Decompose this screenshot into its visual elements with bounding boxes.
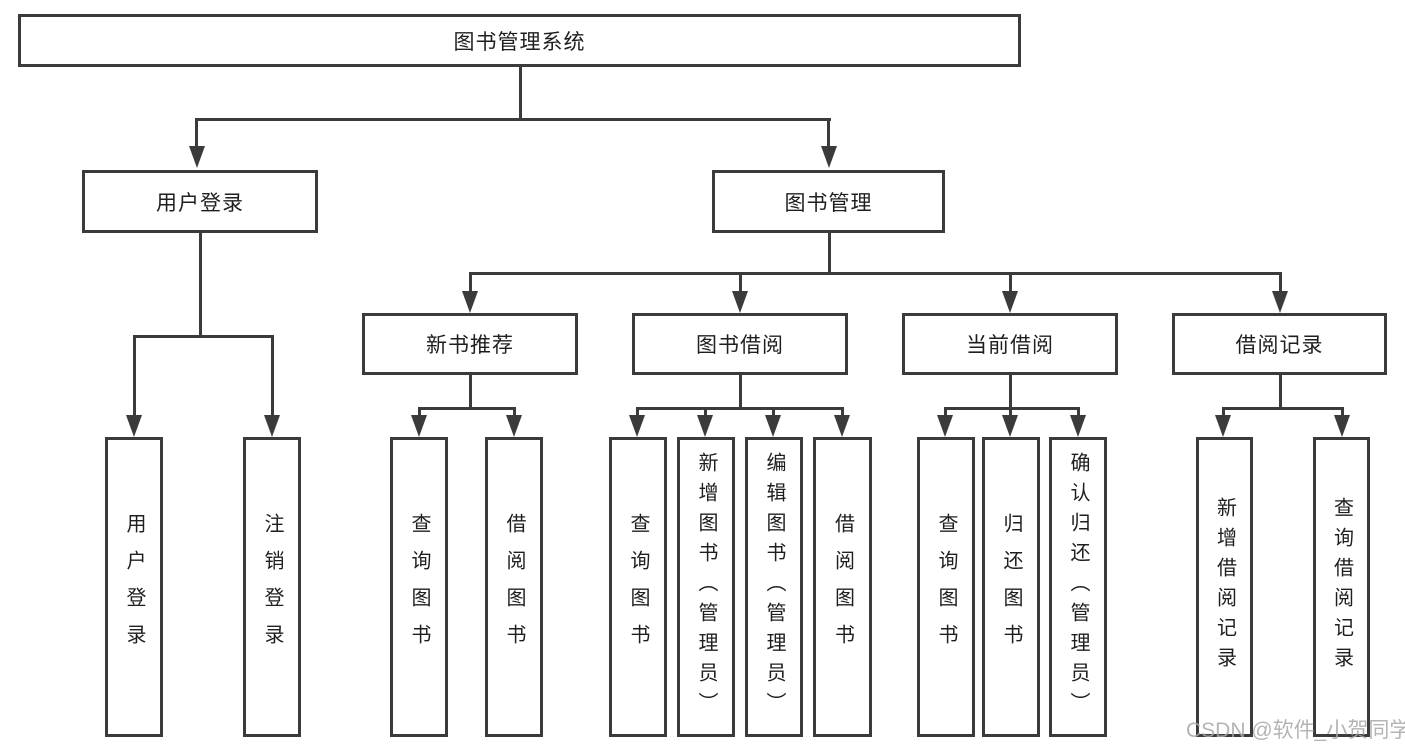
node-leaf-add-borrow-record: 新增借阅记录 (1196, 437, 1253, 737)
node-leaf-rec-query-books: 查询图书 (390, 437, 448, 737)
connector-line (132, 335, 136, 415)
node-leaf-cur-query-books-label: 查询图书 (935, 513, 957, 661)
connector-line (943, 407, 947, 417)
connector-line (198, 233, 202, 335)
node-current-borrowing-label: 当前借阅 (966, 334, 1054, 357)
connector-line (1221, 407, 1344, 410)
arrow-down-icon (937, 415, 953, 437)
node-leaf-logout-label: 注销登录 (261, 513, 283, 661)
connector-line (1008, 407, 1012, 417)
csdn-watermark: CSDN @软件_小贺同学 (1186, 719, 1405, 742)
node-root: 图书管理系统 (18, 14, 1021, 67)
arrow-down-icon (834, 415, 850, 437)
node-leaf-bb-borrow-books: 借阅图书 (813, 437, 872, 737)
node-leaf-query-borrow-record-label: 查询借阅记录 (1330, 497, 1353, 677)
node-leaf-add-borrow-record-label: 新增借阅记录 (1213, 497, 1236, 677)
node-leaf-cur-confirm-return-admin-label: 确认归还（管理员） (1067, 452, 1089, 722)
node-leaf-bb-add-books-admin: 新增图书（管理员） (677, 437, 735, 737)
arrow-down-icon (1002, 291, 1018, 313)
connector-line (1278, 272, 1282, 293)
node-leaf-cur-query-books: 查询图书 (917, 437, 975, 737)
connector-line (1008, 375, 1012, 407)
node-leaf-cur-confirm-return-admin: 确认归还（管理员） (1049, 437, 1107, 737)
connector-line (195, 118, 198, 148)
arrow-down-icon (462, 291, 478, 313)
arrow-down-icon (411, 415, 427, 437)
node-book-borrowing: 图书借阅 (632, 313, 848, 375)
node-leaf-bb-query-books-label: 查询图书 (627, 513, 649, 661)
connector-line (1340, 407, 1344, 417)
arrow-down-icon (732, 291, 748, 313)
node-borrowing-records-label: 借阅记录 (1235, 334, 1324, 357)
connector-line (195, 118, 831, 121)
node-leaf-logout: 注销登录 (243, 437, 301, 737)
connector-line (635, 407, 639, 417)
node-book-management: 图书管理 (712, 170, 945, 233)
node-leaf-bb-edit-books-admin: 编辑图书（管理员） (745, 437, 803, 737)
node-user-login: 用户登录 (82, 170, 318, 233)
connector-line (132, 335, 274, 338)
connector-line (417, 407, 421, 417)
connector-line (1076, 407, 1080, 417)
arrow-down-icon (1272, 291, 1288, 313)
connector-line (468, 272, 1282, 275)
node-leaf-cur-return-books: 归还图书 (982, 437, 1040, 737)
arrow-down-icon (264, 415, 280, 437)
node-leaf-rec-query-books-label: 查询图书 (408, 513, 430, 661)
node-leaf-bb-edit-books-admin-label: 编辑图书（管理员） (763, 452, 785, 722)
connector-line (943, 407, 1080, 410)
connector-line (1221, 407, 1225, 417)
arrow-down-icon (629, 415, 645, 437)
connector-line (512, 407, 516, 417)
connector-line (840, 407, 844, 417)
arrow-down-icon (821, 146, 837, 168)
node-root-label: 图书管理系统 (453, 30, 586, 54)
connector-line (468, 272, 472, 293)
node-user-login-label: 用户登录 (156, 191, 244, 215)
node-borrowing-records: 借阅记录 (1172, 313, 1387, 375)
connector-line (519, 67, 522, 118)
connector-line (771, 407, 775, 417)
arrow-down-icon (697, 415, 713, 437)
arrow-down-icon (189, 146, 205, 168)
node-book-management-label: 图书管理 (784, 191, 873, 215)
connector-line (738, 272, 742, 293)
arrow-down-icon (506, 415, 522, 437)
arrow-down-icon (765, 415, 781, 437)
connector-line (468, 375, 472, 407)
connector-line (1008, 272, 1012, 293)
arrow-down-icon (1002, 415, 1018, 437)
node-book-borrowing-label: 图书借阅 (696, 334, 784, 357)
connector-line (827, 118, 830, 148)
node-new-book-recommend: 新书推荐 (362, 313, 578, 375)
node-leaf-user-login-label: 用户登录 (123, 513, 145, 661)
node-current-borrowing: 当前借阅 (902, 313, 1118, 375)
arrow-down-icon (1334, 415, 1350, 437)
arrow-down-icon (126, 415, 142, 437)
node-leaf-rec-borrow-books: 借阅图书 (485, 437, 543, 737)
connector-line (417, 407, 516, 410)
node-leaf-bb-borrow-books-label: 借阅图书 (831, 513, 854, 661)
connector-line (738, 375, 742, 407)
node-leaf-bb-query-books: 查询图书 (609, 437, 667, 737)
node-leaf-bb-add-books-admin-label: 新增图书（管理员） (695, 452, 717, 722)
node-leaf-query-borrow-record: 查询借阅记录 (1313, 437, 1370, 737)
arrow-down-icon (1215, 415, 1231, 437)
node-leaf-user-login: 用户登录 (105, 437, 163, 737)
node-new-book-recommend-label: 新书推荐 (426, 334, 514, 357)
connector-line (1278, 375, 1282, 407)
arrow-down-icon (1070, 415, 1086, 437)
node-leaf-cur-return-books-label: 归还图书 (1000, 513, 1022, 661)
connector-line (827, 233, 831, 272)
connector-line (703, 407, 707, 417)
node-leaf-rec-borrow-books-label: 借阅图书 (503, 513, 525, 661)
connector-line (270, 335, 274, 415)
connector-line (635, 407, 844, 410)
